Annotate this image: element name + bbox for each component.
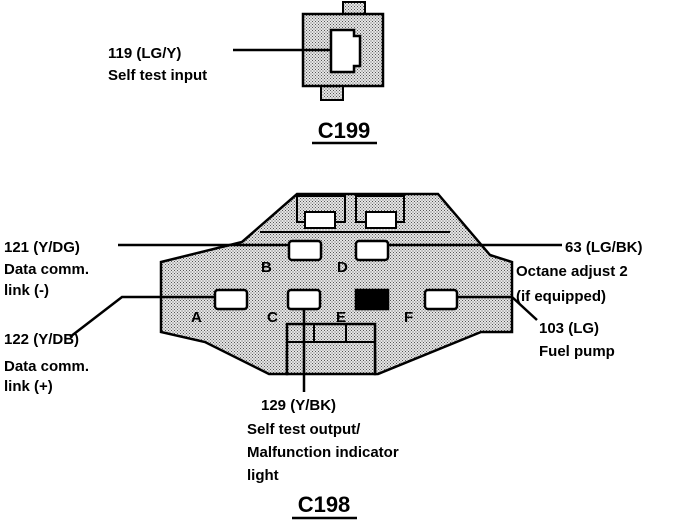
- wire-pin-f: [457, 295, 538, 321]
- c199-desc-label: Self test input: [108, 67, 207, 84]
- pin-letter-d: D: [337, 259, 348, 276]
- c198-title: C198: [298, 492, 351, 517]
- pin-letter-f: F: [404, 309, 413, 326]
- pin-c-desc-line1: Self test output/: [247, 421, 361, 438]
- pin-f-desc-line1: Fuel pump: [539, 343, 615, 360]
- pin-d-desc-line2: (if equipped): [516, 288, 606, 305]
- terminal-e: [354, 288, 390, 311]
- pin-c-desc-line2: Malfunction indicator: [247, 444, 399, 461]
- pin-f-circuit-label: 103 (LG): [539, 320, 599, 337]
- terminal-a: [213, 288, 249, 311]
- c199-wire-label: 119 (LG/Y): [108, 45, 181, 62]
- c198-connector: [159, 192, 514, 376]
- c199-terminal: [329, 28, 362, 74]
- c198-bottom-box: [285, 322, 377, 376]
- pin-letter-a: A: [191, 309, 202, 326]
- terminal-d: [354, 239, 390, 262]
- c198-latch-right-inner: [365, 211, 397, 229]
- pin-d-circuit-label: 63 (LG/BK): [565, 239, 643, 256]
- terminal-f: [423, 288, 459, 311]
- pin-b-desc-line1: Data comm.: [4, 261, 89, 278]
- c199-title: C199: [318, 118, 371, 143]
- c199-connector: [233, 1, 385, 101]
- pin-a-desc-line1: Data comm.: [4, 358, 89, 375]
- pin-a-circuit-label: 122 (Y/DB): [4, 331, 79, 348]
- pin-c-desc-line3: light: [247, 467, 279, 484]
- terminal-c: [286, 288, 322, 311]
- pin-b-desc-line2: link (-): [4, 282, 49, 299]
- pin-b-circuit-label: 121 (Y/DG): [4, 239, 80, 256]
- wire-pin-a: [69, 295, 215, 338]
- c198-latch-left-inner: [304, 211, 336, 229]
- pin-letter-c: C: [267, 309, 278, 326]
- pin-c-circuit-label: 129 (Y/BK): [261, 397, 336, 414]
- pin-a-desc-line2: link (+): [4, 378, 53, 395]
- terminal-b: [287, 239, 323, 262]
- pin-letter-b: B: [261, 259, 272, 276]
- pin-d-desc-line1: Octane adjust 2: [516, 263, 628, 280]
- pin-letter-e: E: [336, 309, 346, 326]
